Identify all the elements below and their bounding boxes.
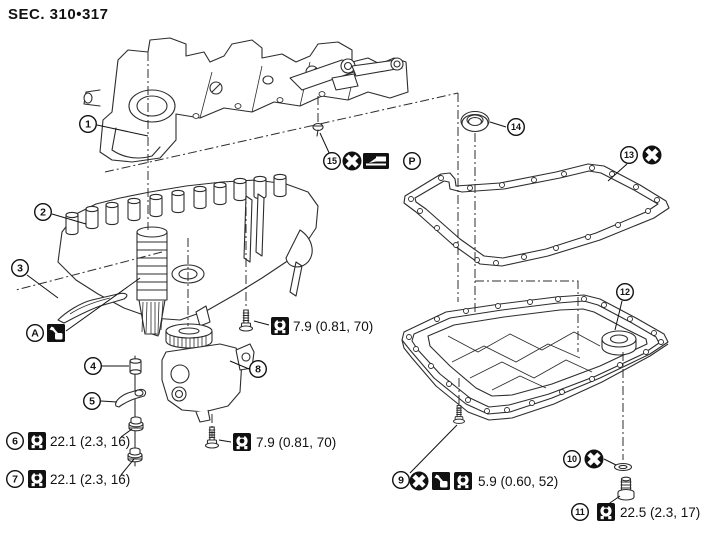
center-lines [15, 52, 624, 460]
drain-plug-11 [617, 476, 635, 501]
callout-3: 3 [10, 259, 29, 277]
leader-lines [26, 121, 628, 506]
callout-4: 4 [83, 357, 103, 375]
svg-text:7: 7 [12, 474, 18, 486]
solenoid-valve [149, 193, 163, 218]
oil-seal-14 [460, 110, 490, 133]
collar-4 [129, 358, 142, 375]
spec-strainer-bolt-upper: 7.9 (0.81, 70) [293, 319, 373, 334]
svg-text:14: 14 [511, 122, 521, 132]
strainer-bolt-upper [238, 309, 254, 332]
svg-text:2: 2 [40, 207, 46, 219]
callout-8: 8 [248, 360, 267, 378]
svg-text:15: 15 [327, 156, 337, 166]
spec-drain-plug: 22.5 (2.3, 17) [620, 505, 700, 520]
spec-oil-pan-bolt: 5.9 (0.60, 52) [478, 474, 558, 489]
oil-strainer [161, 323, 255, 423]
spec-lock-nut-6: 22.1 (2.3, 16) [50, 434, 130, 449]
do-not-reuse-icon [410, 472, 429, 491]
callout-9: 9 [392, 471, 410, 489]
drain-plug-washer-10 [613, 462, 633, 472]
svg-text:P: P [408, 156, 415, 168]
svg-text:3: 3 [17, 263, 23, 275]
svg-text:6: 6 [12, 436, 18, 448]
svg-text:9: 9 [398, 475, 404, 487]
callout-12: 12 [616, 283, 634, 301]
svg-text:4: 4 [90, 361, 96, 373]
do-not-reuse-icon [343, 152, 362, 171]
lock-nut-6 [128, 416, 144, 432]
genuine-part-symbol: P [403, 151, 421, 171]
callout-A: A [26, 324, 44, 342]
solenoid-valve [105, 201, 119, 226]
spec-strainer-bolt-lower: 7.9 (0.81, 70) [256, 435, 336, 450]
callouts: 1 2 3 A 4 5 6 7 8 9 10 11 12 13 14 15 P [5, 114, 638, 521]
callout-1: 1 [78, 114, 98, 134]
callout-13: 13 [620, 145, 638, 165]
callout-5: 5 [82, 392, 102, 410]
oil-pan [401, 294, 669, 421]
torque-icon [454, 472, 472, 490]
svg-text:8: 8 [255, 364, 261, 376]
solenoid-valve [171, 189, 185, 214]
solenoid-valve [213, 181, 227, 206]
callout-15: 15 [323, 151, 341, 171]
svg-text:13: 13 [624, 150, 634, 160]
callout-7: 7 [5, 470, 24, 488]
oil-pan-gasket [403, 163, 670, 267]
callout-14: 14 [507, 117, 525, 137]
callout-2: 2 [34, 202, 52, 222]
solenoid-valve [233, 177, 247, 202]
bracket-clip-3 [57, 292, 128, 324]
solenoid-valve [273, 173, 287, 198]
do-not-reuse-icon [643, 146, 662, 165]
torque-spec-labels: 7.9 (0.81, 70) 7.9 (0.81, 70) 22.1 (2.3,… [50, 319, 700, 520]
strainer-bolt-lower [204, 426, 220, 449]
drain-plug-boss [601, 330, 637, 356]
harness-terminal-body [136, 226, 168, 335]
detent-lever-5 [115, 388, 147, 408]
section-title: SEC. 310•317 [8, 6, 109, 23]
apply-grease-icon [430, 470, 452, 492]
apply-sealant-icon [363, 153, 389, 169]
gasket-bolt-holes [408, 165, 660, 266]
solenoid-valve [127, 197, 141, 222]
case-bolt-15 [312, 122, 324, 137]
transmission-case [83, 37, 409, 163]
svg-text:11: 11 [575, 507, 585, 517]
svg-text:1: 1 [85, 119, 91, 131]
pan-bolt-holes [406, 296, 664, 414]
torque-icon [597, 503, 615, 521]
svg-text:5: 5 [89, 396, 95, 408]
solenoid-valve [193, 185, 207, 210]
svg-text:12: 12 [620, 287, 630, 297]
callout-11: 11 [571, 503, 589, 521]
callout-10: 10 [563, 450, 581, 468]
do-not-reuse-icon [585, 450, 604, 469]
solenoid-valve [65, 211, 79, 236]
solenoid-valve [85, 205, 99, 230]
spec-lock-nut-7: 22.1 (2.3, 16) [50, 472, 130, 487]
lock-nut-7 [127, 447, 143, 463]
callout-6: 6 [5, 432, 24, 450]
torque-icon [28, 470, 46, 488]
svg-text:10: 10 [567, 454, 577, 464]
torque-icon [28, 432, 46, 450]
torque-icon [271, 317, 289, 335]
apply-grease-icon [45, 322, 67, 344]
svg-text:A: A [31, 328, 39, 340]
torque-icon [233, 433, 251, 451]
